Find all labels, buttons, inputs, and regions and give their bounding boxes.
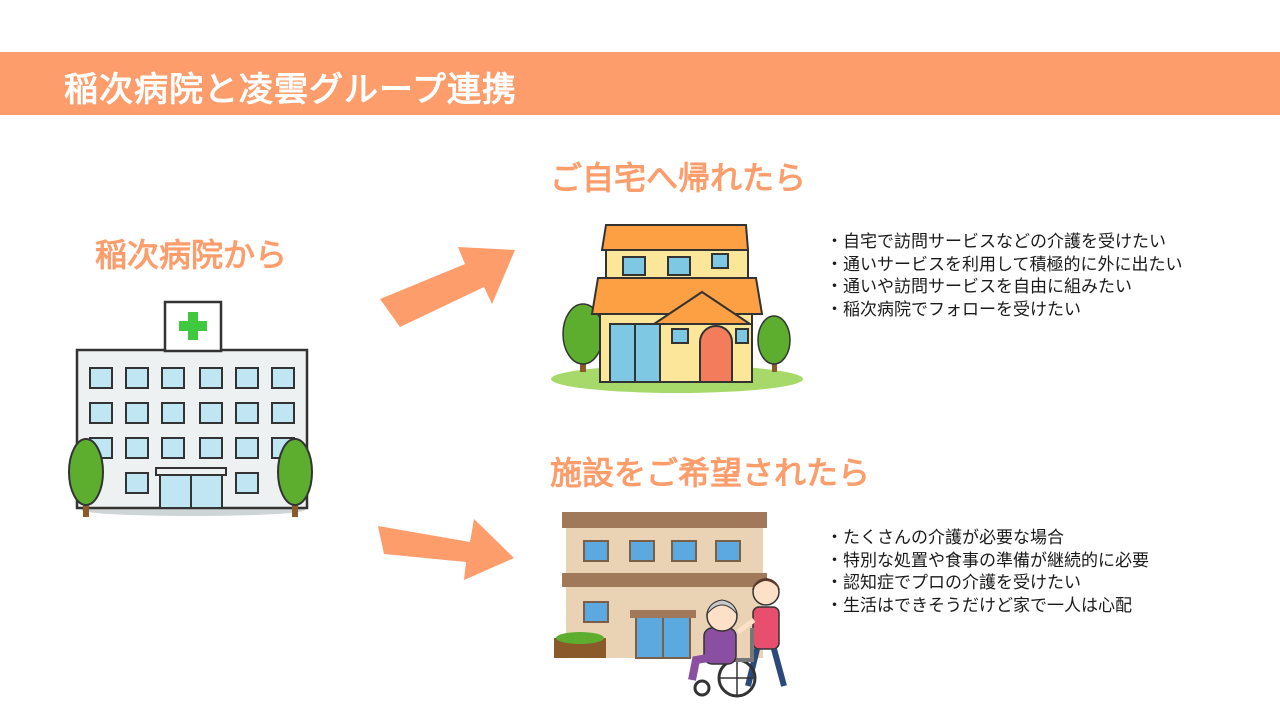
- house-illustration: [551, 224, 803, 393]
- hospital-label: 稲次病院から: [95, 236, 288, 274]
- list-item: 通いサービスを利用して積極的に外に出たい: [826, 254, 1183, 277]
- title-banner: 稲次病院と凌雲グループ連携: [0, 52, 1280, 115]
- arrow-right-icon: [380, 247, 515, 327]
- arrow-right-icon: [378, 519, 514, 580]
- list-item: 稲次病院でフォローを受けたい: [826, 299, 1183, 322]
- list-item: たくさんの介護が必要な場合: [826, 527, 1149, 550]
- facility-heading: 施設をご希望されたら: [550, 454, 871, 492]
- list-item: 通いや訪問サービスを自由に組みたい: [826, 276, 1183, 299]
- home-heading: ご自宅へ帰れたら: [550, 159, 807, 197]
- list-item: 生活はできそうだけど家で一人は心配: [826, 595, 1149, 618]
- list-item: 認知症でプロの介護を受けたい: [826, 572, 1149, 595]
- facility-bullet-list: たくさんの介護が必要な場合 特別な処置や食事の準備が継続的に必要 認知症でプロの…: [826, 527, 1149, 617]
- page-title: 稲次病院と凌雲グループ連携: [64, 70, 517, 110]
- list-item: 特別な処置や食事の準備が継続的に必要: [826, 550, 1149, 573]
- hospital-illustration: [68, 300, 313, 517]
- home-bullet-list: 自宅で訪問サービスなどの介護を受けたい 通いサービスを利用して積極的に外に出たい…: [826, 231, 1183, 321]
- care-facility-illustration: [554, 512, 787, 698]
- list-item: 自宅で訪問サービスなどの介護を受けたい: [826, 231, 1183, 254]
